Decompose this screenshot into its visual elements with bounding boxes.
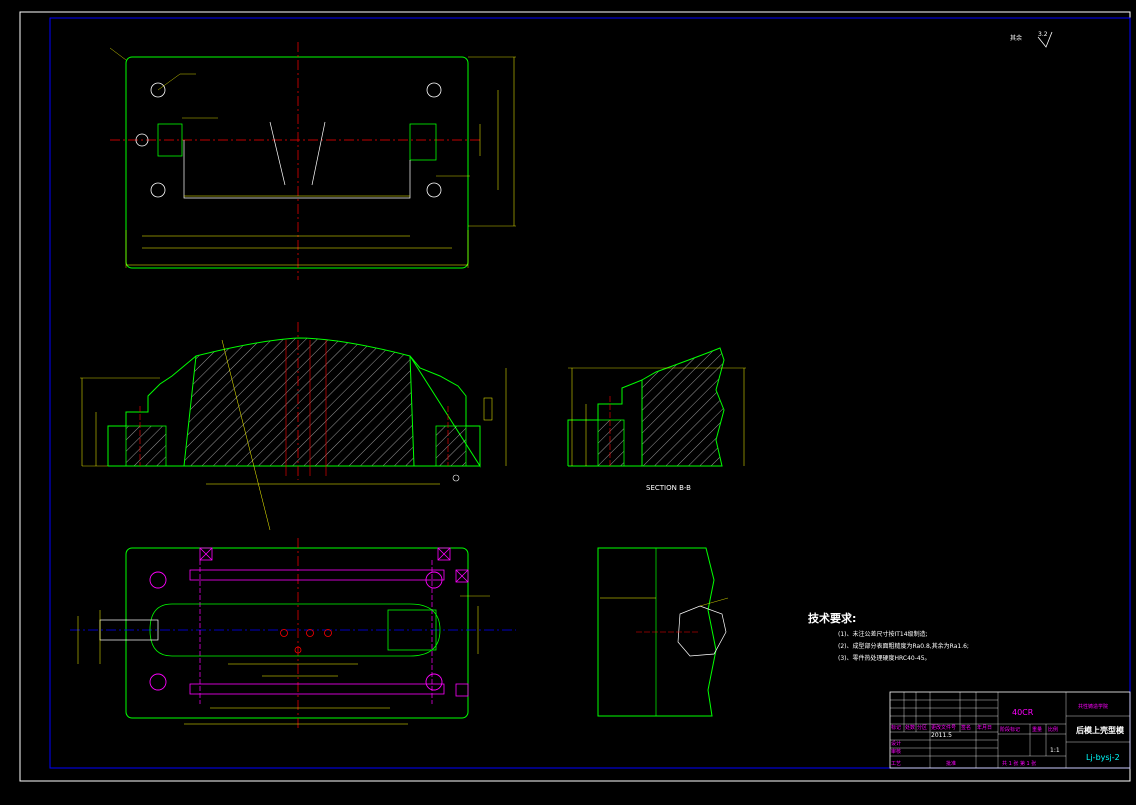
bottom-small-hole-1	[280, 629, 288, 637]
tb-header-doc: 更改文件号	[931, 724, 956, 731]
top-pin-left	[135, 133, 149, 147]
section-b-b-view: SECTION B-B	[567, 347, 746, 492]
bottom-small-hole-2	[306, 629, 314, 637]
tb-row-process: 工艺	[891, 761, 901, 767]
tb-sheet-info: 共 1 张 第 1 张	[1002, 760, 1036, 767]
title-block-grid	[890, 692, 1130, 768]
tb-header-count: 处数	[905, 724, 915, 731]
leader-front-long	[221, 339, 271, 531]
bottom-hole-bl	[149, 673, 167, 691]
roughness-check-icon	[1037, 31, 1053, 48]
top-view	[109, 42, 516, 280]
front-outer-profile	[107, 355, 481, 468]
tb-date: 2011.5	[931, 732, 952, 739]
tb-drawing-number: Lj-bysj-2	[1086, 753, 1120, 762]
tb-header-mark: 标记	[891, 724, 901, 731]
tech-requirements-title: 技术要求:	[808, 611, 856, 625]
tb-stage-label: 阶段标记	[1000, 726, 1020, 733]
tech-requirement-2: (2)、成型部分表面粗糙度为Ra0.8,其余为Ra1.6;	[838, 642, 969, 650]
section-bb-step-profile	[567, 379, 643, 466]
front-datum-box	[483, 397, 493, 421]
tb-part-name: 后模上壳型模	[1076, 725, 1125, 735]
title-block: 标记 处数 分区 更改文件号 签名 年月日 设计 审核 工艺 批准 2011.5…	[889, 691, 1131, 769]
tb-scale-label: 比例	[1048, 726, 1058, 733]
bottom-hole-br	[425, 673, 443, 691]
front-hatched-core	[183, 337, 415, 467]
bottom-hole-tl	[149, 571, 167, 589]
top-slot-right	[409, 123, 437, 161]
outer-frame	[19, 11, 1131, 782]
bottom-rail-bottom	[189, 683, 445, 695]
tb-row-review: 审核	[891, 748, 901, 755]
tb-approve: 批准	[946, 760, 956, 767]
top-hole-br	[426, 182, 442, 198]
roughness-symbol: 其余 3.2	[1010, 31, 1053, 48]
bottom-cross-markers	[199, 547, 469, 697]
tech-requirement-3: (3)、零件热处理硬度HRC40-45。	[838, 654, 931, 662]
top-cavity-outline	[183, 140, 411, 199]
top-hole-tr	[426, 82, 442, 98]
bottom-view-outline	[125, 547, 469, 719]
tb-scale: 1:1	[1050, 747, 1060, 754]
top-hole-tl	[150, 82, 166, 98]
bottom-right-pocket	[387, 609, 437, 651]
top-inner-taper	[269, 121, 326, 186]
bottom-view	[70, 538, 516, 730]
tb-header-sign: 签名	[961, 724, 971, 731]
leader-top-1	[109, 47, 127, 61]
section-bb-hatched	[641, 347, 725, 467]
detail-feature	[677, 605, 727, 657]
top-hole-bl	[150, 182, 166, 198]
tb-material: 40CR	[1012, 708, 1034, 717]
detail-view	[597, 547, 729, 717]
front-right-block	[435, 425, 467, 467]
front-left-block	[125, 425, 167, 467]
tb-header-date: 年月日	[977, 724, 992, 731]
roughness-value: 3.2	[1038, 31, 1048, 38]
title-block-frame	[889, 691, 1131, 769]
bottom-hole-tr	[425, 571, 443, 589]
bottom-small-hole-3	[324, 629, 332, 637]
tb-company: 共性铸造学院	[1078, 703, 1108, 710]
tech-requirement-1: (1)、未注公差尺寸按IT14级制造;	[838, 630, 928, 638]
front-datum-circle	[452, 474, 460, 482]
roughness-note: 其余	[1010, 34, 1022, 42]
top-view-outline	[125, 56, 469, 269]
tb-header-zone: 分区	[917, 724, 927, 731]
section-bb-block	[597, 419, 625, 467]
tb-row-design: 设计	[891, 740, 901, 747]
inner-border	[49, 17, 1131, 769]
tb-weight-label: 重量	[1032, 726, 1042, 733]
bottom-rail-top	[189, 569, 445, 581]
section-label: SECTION B-B	[646, 484, 691, 492]
technical-requirements: 技术要求: (1)、未注公差尺寸按IT14级制造; (2)、成型部分表面粗糙度为…	[808, 611, 969, 662]
front-section-view	[80, 322, 507, 531]
top-slot-left	[157, 123, 183, 157]
